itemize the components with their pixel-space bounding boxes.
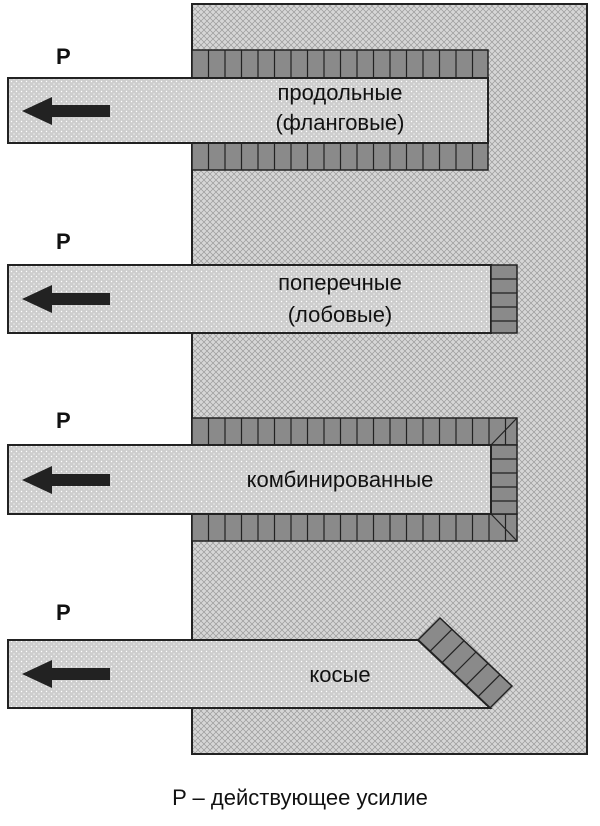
row-transverse: P поперечные (лобовые): [7, 229, 518, 334]
weld-tick: [490, 513, 518, 542]
row-oblique: P косые: [7, 600, 514, 710]
weld-tick: [429, 628, 453, 652]
force-arrow-icon: [22, 466, 110, 494]
force-label: P: [56, 229, 71, 254]
row-longitudinal: P продольные (фланговые): [7, 44, 489, 171]
force-label: P: [56, 600, 71, 625]
strip-label-line1: комбинированные: [247, 467, 434, 492]
row-combined: P комбинированные: [7, 408, 518, 542]
weld-end-transverse: [490, 264, 518, 334]
weld-tick: [477, 674, 501, 698]
weld-top-combined: [191, 417, 518, 446]
weld-tick: [465, 662, 489, 686]
weld-tick: [490, 417, 518, 446]
strip-label-line1: поперечные: [278, 270, 402, 295]
strip-label-line2: (лобовые): [288, 302, 393, 327]
strip-label-line2: (фланговые): [275, 110, 404, 135]
weld-tick: [453, 651, 477, 675]
strip-label-line1: косые: [309, 662, 370, 687]
caption: P – действующее усилие: [172, 785, 428, 810]
weld-bottom-combined: [191, 513, 518, 542]
force-label: P: [56, 44, 71, 69]
weld-end-combined: [490, 444, 518, 515]
weld-ticks: [207, 417, 518, 542]
force-arrow-icon: [22, 285, 110, 313]
weld-ticks: [207, 50, 474, 170]
force-arrow-icon: [22, 97, 110, 125]
weld-ticks: [429, 628, 501, 698]
strip-oblique: [7, 639, 493, 709]
force-arrow-icon: [22, 660, 110, 688]
weld-tick: [441, 640, 465, 664]
strip-label-line1: продольные: [278, 80, 403, 105]
weld-ticks: [491, 278, 517, 322]
force-label: P: [56, 408, 71, 433]
